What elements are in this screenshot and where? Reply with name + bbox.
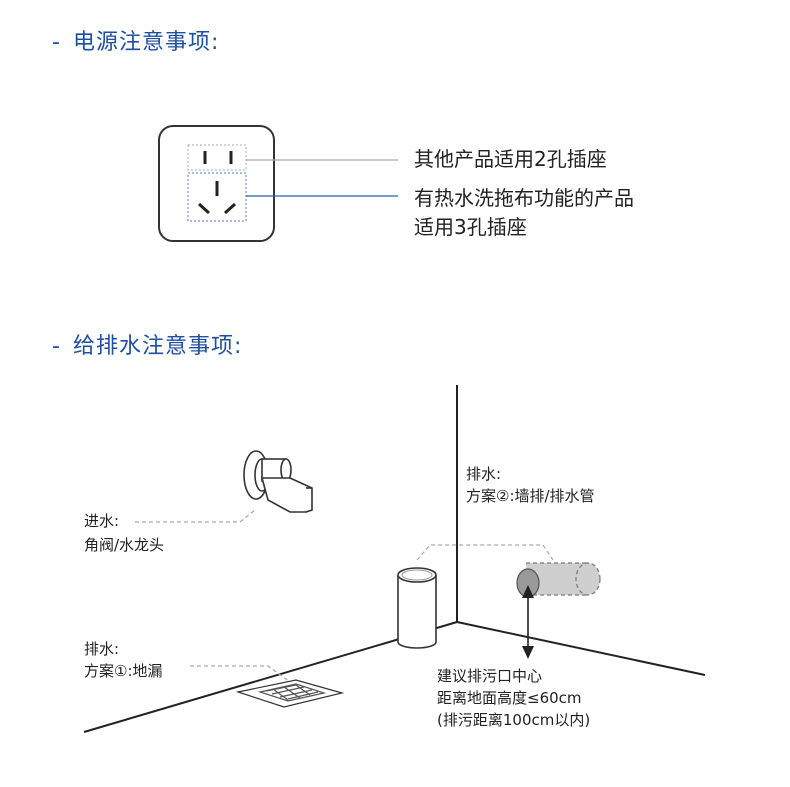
leader-floor-drain (190, 665, 291, 683)
height-note-line2: 距离地面高度≤60cm (437, 689, 582, 707)
power-title-text: 电源注意事项: (72, 30, 220, 55)
leader-inlet (135, 509, 256, 523)
title-dash: - (52, 30, 61, 55)
floor-drain-label-line2: 方案①:地漏 (84, 662, 163, 680)
height-note-line3: (排污距离100cm以内) (437, 711, 591, 729)
drain-section-title: -给排水注意事项: (52, 328, 242, 360)
height-note-line1: 建议排污口中心 (437, 667, 543, 685)
leader-wall-drain (416, 544, 554, 561)
inlet-label-line2: 角阀/水龙头 (84, 536, 165, 554)
height-arrow-icon (522, 585, 534, 659)
title-dash: - (52, 334, 61, 359)
wall-drain-label-line1: 排水: (466, 465, 502, 483)
inlet-label-line1: 进水: (84, 512, 120, 530)
standpipe-icon (397, 567, 437, 649)
power-section-title: -电源注意事项: (52, 24, 219, 56)
power-socket-icon (158, 125, 275, 242)
socket-3hole-label-line2: 适用3孔插座 (414, 215, 527, 239)
socket-3hole-label-line1: 有热水洗拖布功能的产品 (414, 186, 634, 210)
socket-2hole-label: 其他产品适用2孔插座 (414, 147, 607, 171)
angle-valve-icon (243, 450, 313, 513)
floor-drain-icon (235, 679, 345, 708)
floor-drain-label-line1: 排水: (84, 640, 120, 658)
drain-title-text: 给排水注意事项: (72, 334, 243, 359)
wall-drain-label-line2: 方案②:墙排/排水管 (466, 487, 595, 505)
room-lines (83, 385, 706, 733)
